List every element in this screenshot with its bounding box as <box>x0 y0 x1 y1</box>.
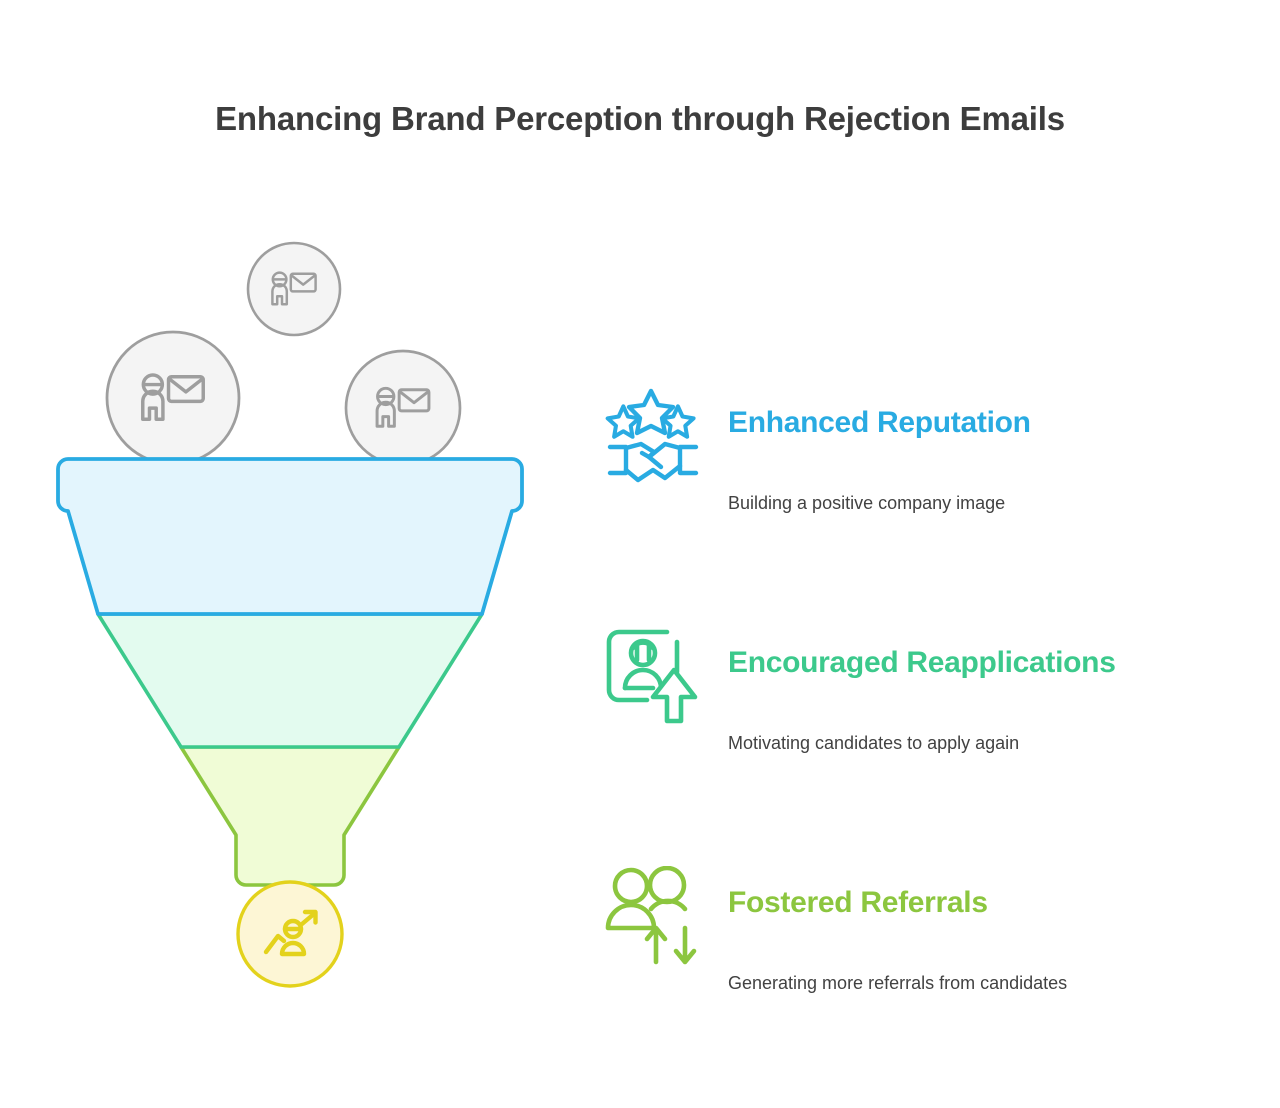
input-bubble-left <box>105 330 241 466</box>
input-bubble-top <box>246 241 342 337</box>
benefit-item-encouraged-reapplications[interactable]: Encouraged Reapplications Motivating can… <box>600 622 1260 862</box>
person-frame-up-arrow-icon <box>605 626 701 726</box>
funnel-band-reputation <box>56 457 524 616</box>
funnel-band-referrals <box>179 745 401 887</box>
funnel-outcome-circle <box>236 880 344 988</box>
benefit-subtitle: Motivating candidates to apply again <box>728 733 1020 753</box>
page-title: Enhancing Brand Perception through Rejec… <box>215 100 1065 137</box>
funnel-svg <box>56 241 524 988</box>
benefit-subtitle: Building a positive company image <box>728 493 1006 513</box>
benefit-heading: Fostered Referrals <box>728 886 988 919</box>
benefit-item-fostered-referrals[interactable]: Fostered Referrals Generating more refer… <box>600 862 1260 1102</box>
input-bubble-right <box>344 349 462 467</box>
funnel-diagram <box>20 215 580 1015</box>
benefit-subtitle: Generating more referrals from candidate… <box>728 973 1068 993</box>
funnel-band-reapplications <box>96 612 484 749</box>
benefits-list: Enhanced Reputation Building a positive … <box>600 382 1260 1102</box>
person-growth-arrow-icon <box>263 909 318 957</box>
benefit-heading: Encouraged Reapplications <box>728 646 1116 679</box>
benefit-item-enhanced-reputation[interactable]: Enhanced Reputation Building a positive … <box>600 382 1260 622</box>
stars-handshake-icon <box>605 386 701 486</box>
two-people-updown-arrows-icon <box>605 865 701 966</box>
benefit-heading: Enhanced Reputation <box>728 406 1031 439</box>
